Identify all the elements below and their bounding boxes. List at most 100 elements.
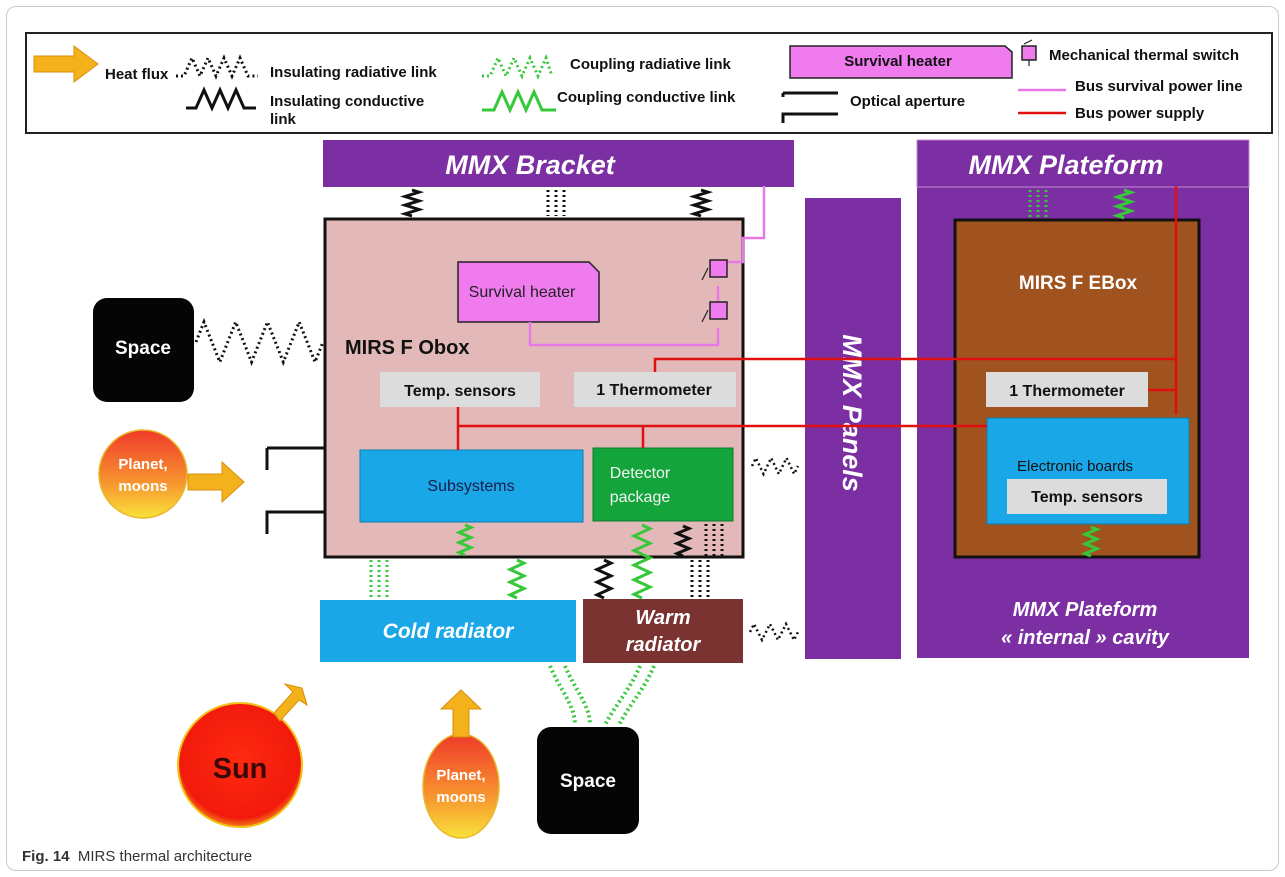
ebox-temp-sensors-label: Temp. sensors [1031,489,1143,506]
legend-optical-aperture: Optical aperture [850,93,965,110]
mirs-obox: MIRS F Obox Survival heater Temp. sensor… [323,217,745,559]
coupling-conductive-cold [506,558,528,600]
ebox-thermometer-label: 1 Thermometer [1009,383,1125,400]
mmx-panels-label: MMX Panels [837,334,867,492]
caption-label: Fig. 14 [22,848,70,865]
optical-aperture-icon-top [781,91,838,97]
heat-flux-arrow-sun [273,683,308,722]
space-bottom-label: Space [560,771,616,792]
cold-radiator-label: Cold radiator [383,620,516,643]
insulating-radiative-warm-panels [748,621,800,643]
mmx-bracket-label: MMX Bracket [445,150,616,180]
insulating-radiative-bracket [546,190,566,216]
warm-radiator-label-1: Warm [635,607,690,629]
legend-survival-heater-icon [789,45,1013,79]
radiators: Cold radiator Warm radiator [320,599,743,663]
figure-caption: Fig. 14 MIRS thermal architecture [22,848,252,865]
ebox-thermometer [986,372,1148,407]
ebox-label: MIRS F EBox [1019,273,1138,294]
mmx-panels-box [805,198,901,659]
planet-left [98,429,188,519]
mmx-plateform-label: MMX Plateform [968,150,1163,180]
cold-radiator [320,600,576,662]
space-bottom [537,727,639,834]
planet-bottom-label-2: moons [436,789,485,806]
insulating-radiative-detector [704,524,724,556]
coupling-conductive-plateform [1112,188,1136,220]
legend-insulating-conductive-2: link [270,111,296,128]
coupling-radiative-cold-space-2 [563,665,592,726]
insulating-conductive-detector [673,524,693,558]
aperture-bottom [265,510,325,534]
warm-radiator-label-2: radiator [626,634,702,656]
detector-label-2: package [610,489,671,506]
planet-bottom-label-1: Planet, [436,767,485,784]
obox-thermometer-label: 1 Thermometer [596,382,712,399]
sun-label: Sun [213,753,268,785]
mirs-ebox: MIRS F EBox 1 Thermometer Electronic boa… [953,218,1201,559]
detector-label-1: Detector [610,465,671,482]
space-left-label: Space [115,338,171,359]
legend-coupling-conductive: Coupling conductive link [557,89,736,106]
legend-mech-switch: Mechanical thermal switch [1049,47,1239,64]
thermal-links [194,188,1136,726]
planet-left-label-2: moons [118,478,167,495]
legend-heat-flux: Heat flux [105,66,169,83]
coupling-radiative-warm-space-2 [617,665,656,726]
heat-flux-arrow-planet-bottom [439,689,483,738]
cavity-label-1: MMX Plateform [1013,599,1157,621]
obox-temp-sensors [380,372,540,407]
insulating-radiative-space-left [194,317,325,367]
insulating-conductive-bracket-right [688,188,714,218]
space-left [93,298,194,402]
insulating-conductive-warm [593,558,615,600]
sun [177,702,303,828]
coupling-conductive-detector [630,523,654,600]
figure-border [6,6,1279,871]
insulating-conductive-bracket-left [399,188,425,218]
obox-survival-heater [457,261,600,323]
coupling-radiative-icon [482,53,554,80]
insulating-radiative-obox-panels [750,455,800,477]
obox-subsystems [359,449,584,523]
heat-flux-arrow-planet-left [187,460,245,504]
insulating-conductive-icon [186,86,256,112]
aperture-top [265,446,325,470]
power-lines [456,186,1178,450]
obox-detector-package [592,447,734,522]
mech-switch-1 [709,259,728,278]
legend-bus-survival: Bus survival power line [1075,78,1243,95]
coupling-conductive-icon [482,88,556,114]
legend: Heat flux Insulating radiative link Insu… [25,32,1273,134]
legend-survival-heater: Survival heater [844,53,952,70]
planet-left-label-1: Planet, [118,456,167,473]
heat-flux-arrow-icon [33,45,99,83]
warm-radiator [583,599,743,663]
mmx-bracket-box [323,140,794,187]
ebox-temp-sensors [1007,479,1167,514]
coupling-conductive-subsystems [455,523,475,557]
mech-switch-2 [709,301,728,320]
obox-temp-sensors-label: Temp. sensors [404,383,516,400]
obox-thermometer [574,372,736,407]
mech-switch-icon [1021,45,1037,61]
cavity-label-2: « internal » cavity [1001,627,1170,649]
legend-insulating-conductive: Insulating conductive [270,93,424,110]
obox-subsystems-label: Subsystems [427,478,514,495]
environment: Space Space Planet, moons Planet, moons … [93,298,639,839]
coupling-radiative-warm-space [603,665,642,726]
planet-bottom [422,733,500,839]
bus-power-thermometer-line [653,357,1176,372]
optical-aperture [265,446,325,534]
obox-survival-heater-label: Survival heater [469,284,576,301]
electronic-boards-label: Electronic boards [1017,458,1133,475]
legend-coupling-radiative: Coupling radiative link [570,56,732,73]
legend-box [25,32,1273,134]
legend-insulating-radiative: Insulating radiative link [270,64,437,81]
mmx-panels: MMX Panels [805,198,901,659]
obox-label: MIRS F Obox [345,337,469,359]
caption-text: MIRS thermal architecture [77,848,253,865]
insulating-radiative-warm [690,560,710,598]
insulating-radiative-icon [176,54,258,80]
